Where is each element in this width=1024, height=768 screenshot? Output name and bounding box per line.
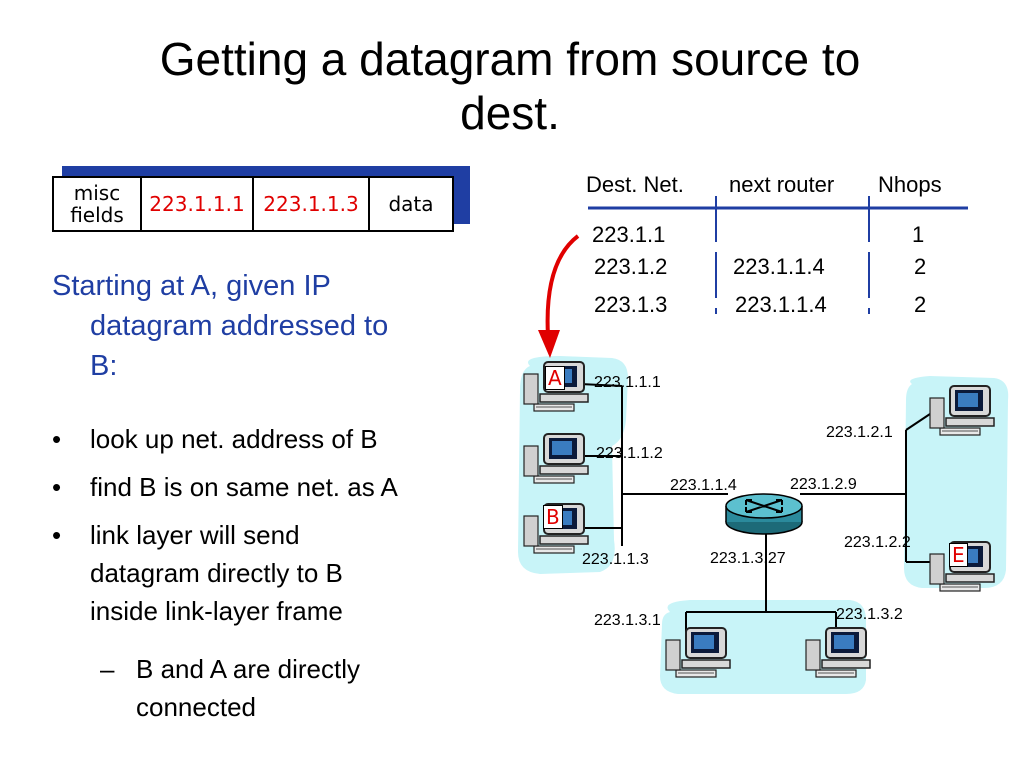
table-header-dest-net: Dest. Net. (586, 172, 684, 197)
ip-label-e: 223.1.2.2 (844, 534, 911, 551)
table-row-3-router: 223.1.1.4 (735, 292, 827, 317)
table-header-next-router: next router (729, 172, 835, 197)
lead-line-3: B: (90, 350, 118, 382)
data-cell: data (388, 192, 434, 216)
slide-title: Getting a datagram from source to dest. (60, 32, 960, 140)
table-row-1-hops: 1 (912, 222, 925, 247)
misc-fields-cell: misc fields (54, 178, 142, 230)
title-line-1: Getting a datagram from source to (159, 33, 861, 85)
bullet-3-text: link layer will send datagram directly t… (90, 516, 510, 630)
bullet-3-line-2: datagram directly to B (90, 558, 343, 588)
ip-label-b: 223.1.1.3 (582, 551, 649, 568)
table-row-3-net: 223.1.3 (594, 292, 668, 317)
bullet-1-text: look up net. address of B (90, 424, 378, 454)
ip-label-router-2: 223.1.2.9 (790, 476, 857, 493)
host-b-label: B (543, 505, 563, 529)
routing-table: Dest. Net. next router Nhops (586, 172, 968, 322)
title-line-2: dest. (460, 87, 560, 139)
subnet-2-cloud (904, 376, 1009, 588)
sub-bullet-line-2: connected (136, 692, 256, 722)
fields-label: fields (70, 203, 124, 227)
dest-address-cell: 223.1.1.3 (254, 178, 370, 230)
ip-label-121: 223.1.2.1 (826, 424, 893, 441)
host-a-label: A (545, 366, 565, 390)
lead-line-2: datagram addressed to (90, 310, 389, 342)
bullet-3-line-3: inside link-layer frame (90, 596, 343, 626)
table-header-nhops: Nhops (878, 172, 942, 197)
dash-marker: – (100, 654, 115, 684)
host-e-label: E (949, 543, 968, 567)
lookup-arrow-head (538, 330, 560, 358)
table-row-1-net: 223.1.1 (592, 222, 666, 247)
misc-label: misc (73, 181, 121, 205)
lead-paragraph: Starting at A, given IP datagram address… (52, 266, 512, 386)
ip-label-router-3: 223.1.3.27 (710, 550, 786, 567)
bullet-3-line-1: link layer will send (90, 520, 300, 550)
router-icon (725, 493, 803, 535)
lookup-arrow (545, 234, 580, 337)
ip-label-132: 223.1.3.2 (836, 606, 903, 623)
datagram-header: misc fields 223.1.1.1 223.1.1.3 data (52, 176, 454, 232)
table-row-3-hops: 2 (914, 292, 927, 317)
table-row-2-net: 223.1.2 (594, 254, 668, 279)
bullet-marker: • (52, 424, 62, 454)
bullet-marker: • (52, 520, 62, 550)
ip-label-a: 223.1.1.1 (594, 374, 661, 391)
table-row-2-hops: 2 (914, 254, 927, 279)
bullet-2-text: find B is on same net. as A (90, 472, 398, 502)
sub-bullet-line-1: B and A are directly (136, 654, 361, 684)
ip-label-131: 223.1.3.1 (594, 612, 661, 629)
lead-line-1: Starting at A, given IP (52, 270, 331, 302)
bullet-marker: • (52, 472, 62, 502)
ip-label-112: 223.1.1.2 (596, 445, 663, 462)
table-row-2-router: 223.1.1.4 (733, 254, 825, 279)
source-address-cell: 223.1.1.1 (142, 178, 254, 230)
ip-label-router-1: 223.1.1.4 (670, 477, 737, 494)
sub-bullet-text: B and A are directly connected (136, 650, 466, 726)
routing-table-lines (588, 196, 968, 314)
